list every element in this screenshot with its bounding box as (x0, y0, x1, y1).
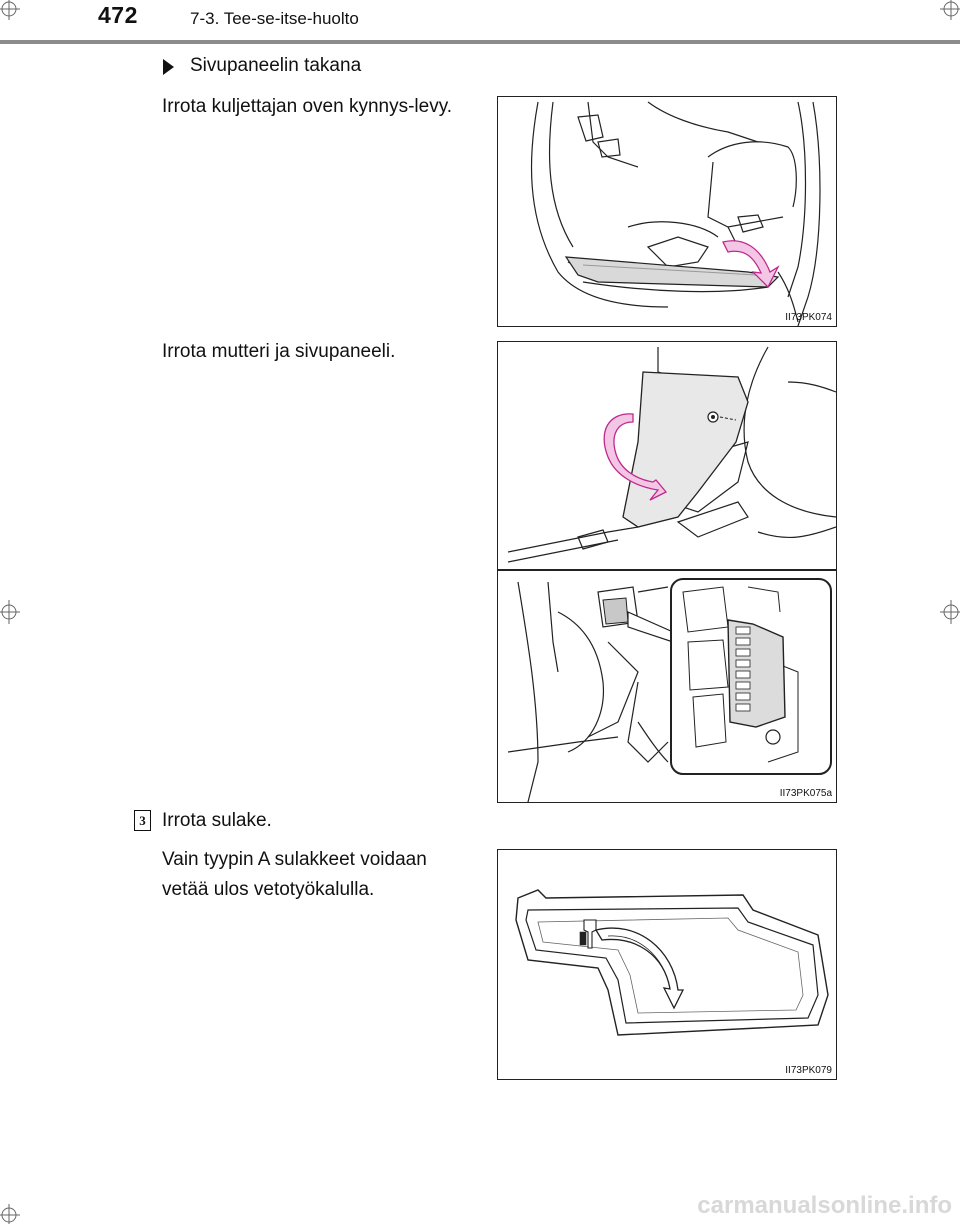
crop-mark-icon (940, 600, 960, 624)
step3-note: Vain tyypin A sulakkeet voidaan vetää ul… (162, 849, 427, 900)
header-rule (0, 40, 960, 44)
figure-door-sill: II73PK074 (497, 96, 837, 327)
crop-mark-icon (0, 1204, 20, 1224)
section-title: 7-3. Tee-se-itse-huolto (190, 9, 359, 28)
fuse-box-cover-illustration (515, 889, 829, 1036)
door-sill-illustration (530, 101, 821, 326)
step2-text: Irrota mutteri ja sivupaneeli. (162, 341, 396, 362)
figure1-code: II73PK074 (785, 312, 832, 323)
figure3-code: II73PK079 (785, 1065, 832, 1076)
crop-mark-icon (940, 0, 960, 20)
page-number: 472 (98, 2, 138, 28)
watermark: carmanualsonline.info (697, 1192, 952, 1219)
step3-text: Irrota sulake. (162, 810, 272, 831)
crop-mark-icon (0, 0, 20, 20)
step1-text: Irrota kuljettajan oven kynnys-levy. (162, 96, 453, 117)
crop-mark-icon (0, 600, 20, 624)
bullet-arrow-icon (163, 59, 174, 75)
figure2-code: II73PK075a (779, 788, 832, 799)
step-number-badge: 3 (134, 810, 151, 831)
figure-fuse-puller: II73PK079 (497, 849, 837, 1080)
side-panel-illustration (498, 346, 836, 802)
figure-side-panel: II73PK075a (497, 341, 837, 803)
subsection-title: Sivupaneelin takana (190, 55, 362, 76)
